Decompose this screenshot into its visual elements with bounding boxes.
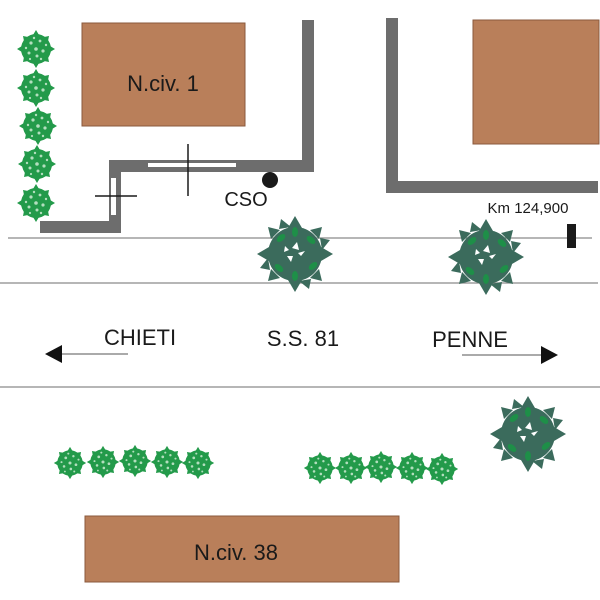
direction-right-label: PENNE <box>432 327 508 352</box>
shrub-icon <box>364 450 398 484</box>
hedge-row-left <box>53 444 215 480</box>
shrub-icon <box>17 69 55 107</box>
building-n-civ-1-label: N.civ. 1 <box>127 71 199 96</box>
km-marker-label: Km 124,900 <box>488 200 569 217</box>
hedge-column-left <box>17 30 57 222</box>
shrub-icon <box>53 446 87 480</box>
cso-label: CSO <box>224 189 267 211</box>
boundary-wall-left <box>40 20 314 233</box>
shrub-icon <box>425 452 459 486</box>
shrub-icon <box>19 107 57 145</box>
building-n-civ-38-label: N.civ. 38 <box>194 540 278 565</box>
arrow-left-icon <box>45 345 128 363</box>
cso-point-icon <box>262 172 278 188</box>
tree-icon <box>257 216 333 292</box>
building-n-civ-38 <box>84 515 400 583</box>
hedge-row-right <box>303 450 459 486</box>
shrub-icon <box>17 30 55 68</box>
building-n-civ-1 <box>81 22 246 127</box>
gate-main <box>148 163 236 167</box>
shrub-icon <box>334 451 368 485</box>
boundary-wall-right <box>386 18 598 193</box>
km-marker-post-icon <box>567 224 576 248</box>
tree-icon <box>448 219 524 295</box>
tree-icon <box>490 396 566 472</box>
shrub-icon <box>181 446 215 480</box>
direction-left-label: CHIETI <box>104 325 176 350</box>
arrow-right-icon <box>462 346 558 364</box>
road-name-label: S.S. 81 <box>267 326 339 351</box>
shrub-icon <box>86 445 120 479</box>
shrub-icon <box>303 451 337 485</box>
shrub-icon <box>118 444 152 478</box>
shrub-icon <box>17 184 55 222</box>
shrub-icon <box>150 445 184 479</box>
shrub-icon <box>18 145 56 183</box>
shrub-icon <box>395 451 429 485</box>
building-unlabeled <box>472 19 600 145</box>
